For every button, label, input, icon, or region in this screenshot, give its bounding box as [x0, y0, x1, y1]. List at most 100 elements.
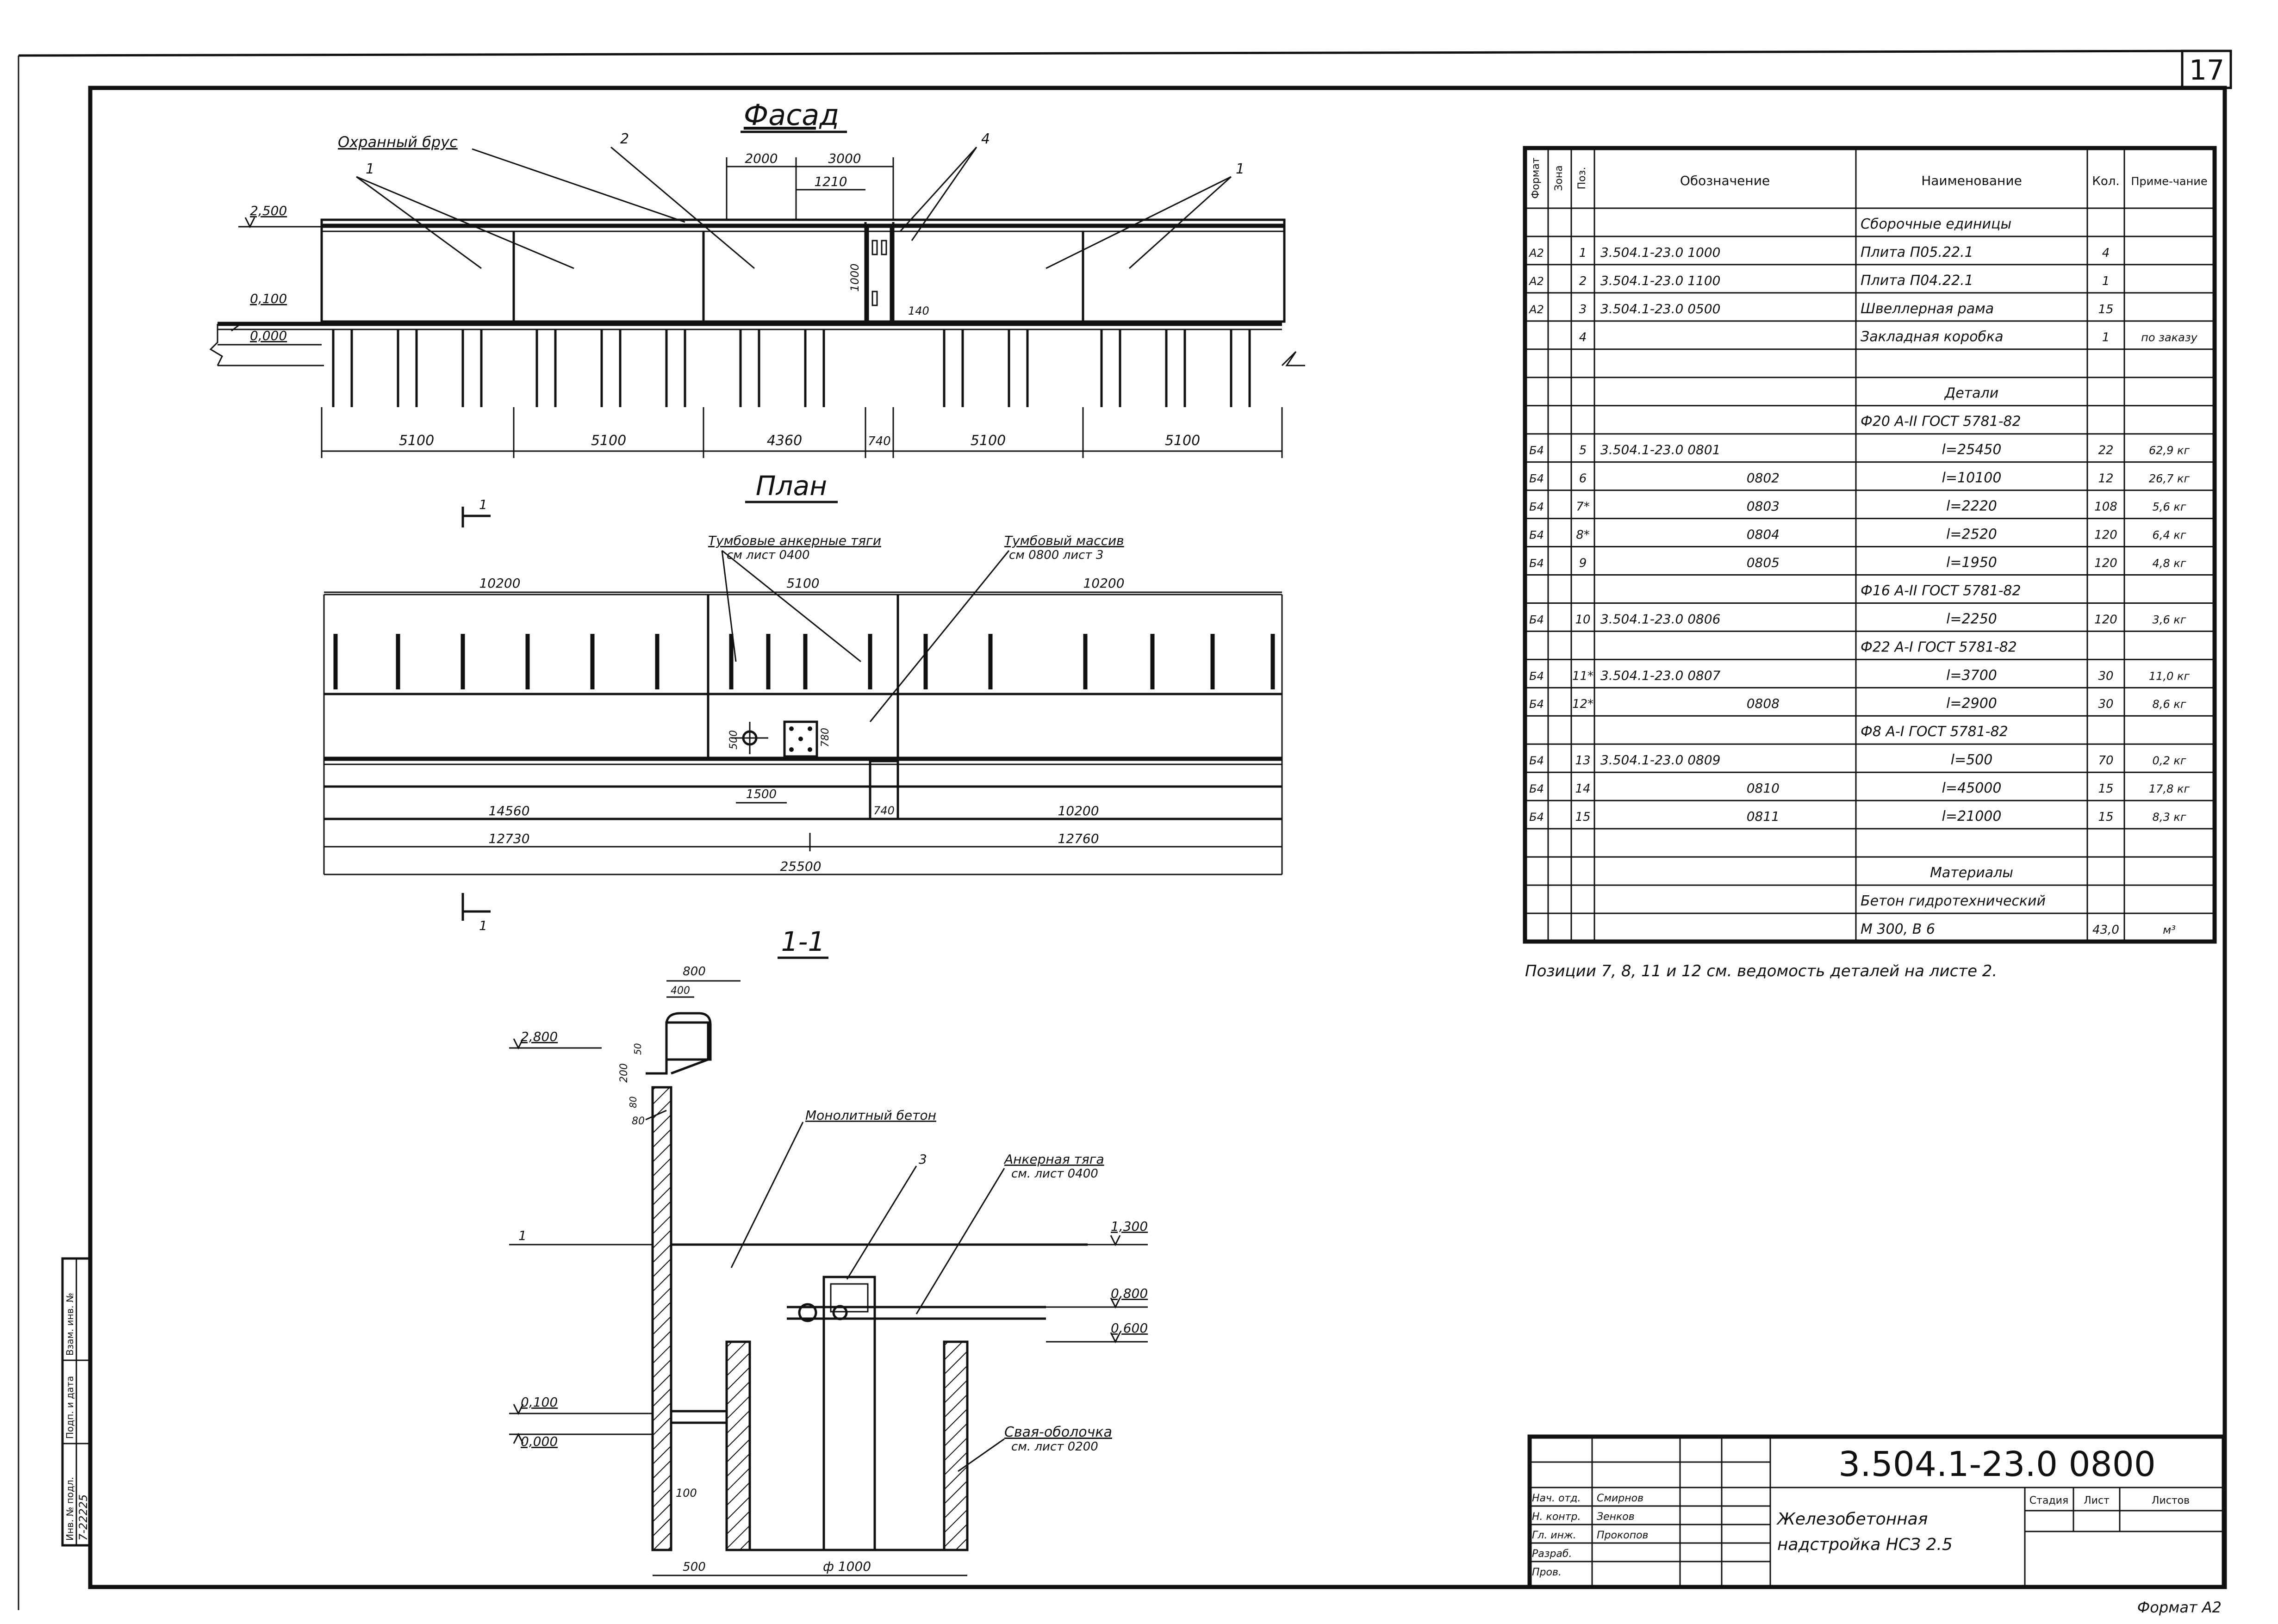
facade-dim-3: 4360 [767, 433, 802, 449]
stamp-inv-number: 7-22225 [77, 1494, 90, 1541]
facade-title: Фасад [744, 98, 839, 132]
spec-cell: 0811 [1747, 809, 1780, 824]
section-pos3: 3 [919, 1152, 927, 1167]
spec-cell: 6 [1579, 472, 1587, 486]
spec-cell: Ф20 А-II ГОСТ 5781-82 [1861, 414, 2021, 430]
facade-pos4: 4 [981, 131, 990, 147]
spec-cell: 13 [1575, 754, 1590, 768]
spec-cell: 30 [2098, 697, 2113, 711]
spec-cell: Б4 [1529, 754, 1544, 767]
pile-label: Свая-оболочка [1004, 1424, 1112, 1440]
spec-cell: Б4 [1529, 528, 1544, 541]
page-number: 17 [2189, 54, 2224, 87]
facade-pos1-left: 1 [366, 161, 374, 177]
spec-cell: Б4 [1529, 811, 1544, 824]
facade-side-dim-small: 140 [908, 304, 929, 317]
spec-cell: 120 [2094, 613, 2117, 626]
spec-cell: 120 [2094, 556, 2117, 570]
spec-cell: Б4 [1529, 501, 1544, 514]
spec-header-designation: Обозначение [1680, 173, 1770, 188]
spec-cell: l=21000 [1942, 808, 2002, 824]
spec-cell: 3.504.1-23.0 1000 [1600, 245, 1720, 260]
plan-top-dim-left: 10200 [479, 576, 520, 591]
plan-section-mark-top: 1 [479, 497, 487, 512]
plan-section-mark-bottom: 1 [479, 918, 487, 933]
spec-cell: 3.504.1-23.0 0807 [1600, 668, 1721, 683]
spec-cell: Ф8 А-I ГОСТ 5781-82 [1861, 724, 2008, 740]
spec-cell: 1 [1579, 246, 1587, 260]
format-label: Формат А2 [2137, 1599, 2222, 1616]
spec-cell: Ф16 А-II ГОСТ 5781-82 [1861, 583, 2021, 599]
facade-dim-1: 5100 [399, 433, 434, 449]
person-3: Прокопов [1597, 1530, 1649, 1541]
stamp-cell-3: Взам. инв. № [64, 1293, 75, 1356]
spec-cell: Плита П04.22.1 [1861, 273, 1973, 289]
section-elev-0600: 0,600 [1111, 1320, 1148, 1336]
person-2: Зенков [1597, 1511, 1635, 1523]
title-block-code: 3.504.1-23.0 0800 [1838, 1444, 2156, 1484]
spec-cell: 0808 [1747, 696, 1780, 711]
spec-cell: 3.504.1-23.0 1100 [1600, 273, 1720, 288]
spec-cell: А2 [1528, 303, 1544, 316]
spec-cell: 15 [2098, 303, 2113, 316]
spec-cell: l=2250 [1946, 611, 1997, 627]
sheet-frame [18, 50, 2232, 1610]
spec-cell: 4,8 кг [2153, 557, 2186, 570]
role-4: Разраб. [1532, 1548, 1572, 1560]
spec-cell: 5,6 кг [2153, 501, 2186, 514]
spec-cell: 12* [1572, 697, 1593, 711]
plan-top-dim-mid: 5100 [786, 576, 819, 591]
facade-top-dim-b: 3000 [828, 151, 861, 166]
spec-cell: Бетон гидротехнический [1861, 893, 2046, 909]
spec-cell: 0,2 кг [2153, 754, 2186, 767]
stage-header-sheet: Лист [2084, 1495, 2110, 1506]
spec-cell: 3.504.1-23.0 0801 [1600, 442, 1720, 458]
spec-cell: Закладная коробка [1861, 329, 2004, 345]
plan-dim-total: 25500 [780, 859, 821, 874]
plan-dim-1500: 1500 [746, 787, 777, 801]
spec-header-format: Формат [1530, 157, 1542, 198]
spec-cell: 62,9 кг [2149, 444, 2190, 457]
plan-dim-14560: 14560 [488, 803, 529, 818]
spec-cell: 8* [1576, 528, 1590, 542]
spec-cell: Б4 [1529, 669, 1544, 682]
spec-cell: 9 [1579, 556, 1587, 570]
anchor-rods-ref: см лист 0400 [727, 548, 810, 562]
spec-cell: 15 [1575, 810, 1590, 824]
stage-header-sheets: Листов [2152, 1495, 2190, 1506]
spec-cell: Материалы [1930, 865, 2013, 881]
spec-cell: 17,8 кг [2149, 782, 2190, 795]
facade-top-dim-c: 1210 [814, 174, 847, 189]
person-1: Смирнов [1597, 1493, 1643, 1504]
facade-dim-6: 5100 [1165, 433, 1200, 449]
facade-side-dim: 1000 [848, 263, 861, 291]
spec-cell: Б4 [1529, 444, 1544, 457]
title-block: 3.504.1-23.0 0800 Железобетонная надстро… [1527, 1434, 2226, 1589]
section-dim-400: 400 [671, 985, 690, 997]
pedestal-ref: см 0800 лист 3 [1009, 548, 1103, 562]
spec-cell: 12 [2098, 472, 2113, 486]
spec-cell: 3 [1579, 303, 1587, 316]
spec-cell: Б4 [1529, 782, 1544, 795]
plan-dim-12730: 12730 [488, 831, 529, 846]
spec-cell: 108 [2094, 500, 2117, 514]
spec-cell: l=3700 [1946, 667, 1997, 683]
spec-cell: 30 [2098, 669, 2113, 683]
section-view: 1-1 800 400 200 50 80 80 2,800 Монолитны… [509, 926, 1148, 1576]
spec-header-qty: Кол. [2092, 174, 2119, 188]
plan-view: План 1 1 [323, 470, 1283, 933]
spec-cell: 10 [1575, 613, 1590, 626]
spec-cell: 7* [1576, 500, 1590, 514]
pile-ref: см. лист 0200 [1011, 1440, 1098, 1454]
plan-dim-780: 780 [820, 728, 831, 747]
anchor-rods-label: Тумбовые анкерные тяги [708, 533, 881, 548]
spec-cell: по заказу [2141, 331, 2197, 344]
section-dim-100: 100 [676, 1487, 697, 1500]
plan-title: План [756, 470, 827, 502]
section-pos1: 1 [518, 1228, 527, 1243]
section-elev-0800: 0,800 [1111, 1286, 1148, 1301]
spec-cell: 4 [1579, 331, 1587, 345]
spec-cell: 14 [1575, 782, 1590, 796]
title-block-name-1: Железобетонная [1776, 1510, 1928, 1529]
spec-cell: 11,0 кг [2149, 669, 2190, 682]
